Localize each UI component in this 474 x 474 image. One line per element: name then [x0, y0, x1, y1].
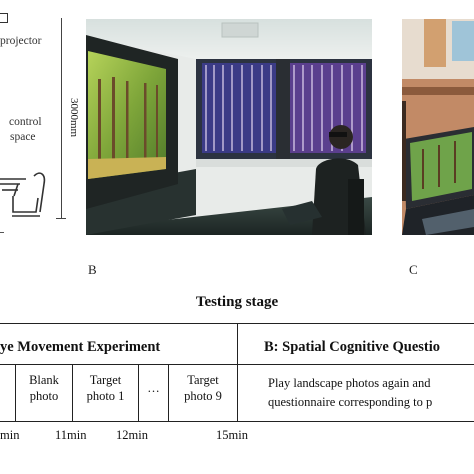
col-divider-1 [15, 364, 17, 421]
b-text-line2: questionnaire corresponding to p [268, 395, 433, 409]
dimension-line [61, 18, 62, 218]
panel-b-photo [86, 19, 372, 235]
header-spatial-cognitive: B: Spatial Cognitive Questio [264, 339, 441, 355]
cell-ellipsis: … [139, 381, 168, 397]
cell-target-photo-9: Target photo 9 [169, 373, 237, 404]
panel-c-photo [402, 19, 474, 235]
col-divider-3 [138, 364, 140, 421]
cell-blank-line2: photo [29, 388, 59, 403]
col-divider-4 [168, 364, 170, 421]
cell-target9-line2: photo 9 [184, 388, 222, 403]
b-text-line1: Play landscape photos again and [268, 376, 431, 390]
control-space-label-line2: space [10, 131, 36, 143]
section-title: Testing stage [195, 294, 279, 310]
cell-target1-line2: photo 1 [86, 388, 125, 403]
cell-target9-line1: Target [187, 373, 219, 387]
col-divider-ab [237, 323, 239, 421]
furniture-sketch [0, 172, 46, 217]
small-mark [0, 232, 4, 233]
projector-label: projector [0, 35, 42, 47]
cell-target1-line1: Target [89, 373, 122, 387]
time-11min: 11min [55, 428, 87, 442]
panel-c-letter: C [409, 262, 418, 277]
cell-target-photo-1: Target photo 1 [73, 373, 138, 404]
cell-blank-line1: Blank [29, 373, 59, 387]
projector-box [0, 13, 8, 23]
header-eye-movement: ye Movement Experiment [0, 339, 161, 355]
col-divider-2 [72, 364, 74, 421]
time-start: min [0, 428, 20, 442]
time-15min: 15min [216, 428, 248, 442]
panel-b-letter: B [88, 262, 97, 277]
cell-ellipsis-text: … [147, 381, 160, 395]
dimension-tick-bottom [56, 218, 66, 219]
table-bottom-rule [0, 421, 474, 423]
control-space-label-line1: control [9, 116, 42, 128]
cell-blank-photo: Blank photo [16, 373, 72, 404]
dimension-label: 3000mm [68, 98, 80, 138]
time-12min: 12min [116, 428, 148, 442]
